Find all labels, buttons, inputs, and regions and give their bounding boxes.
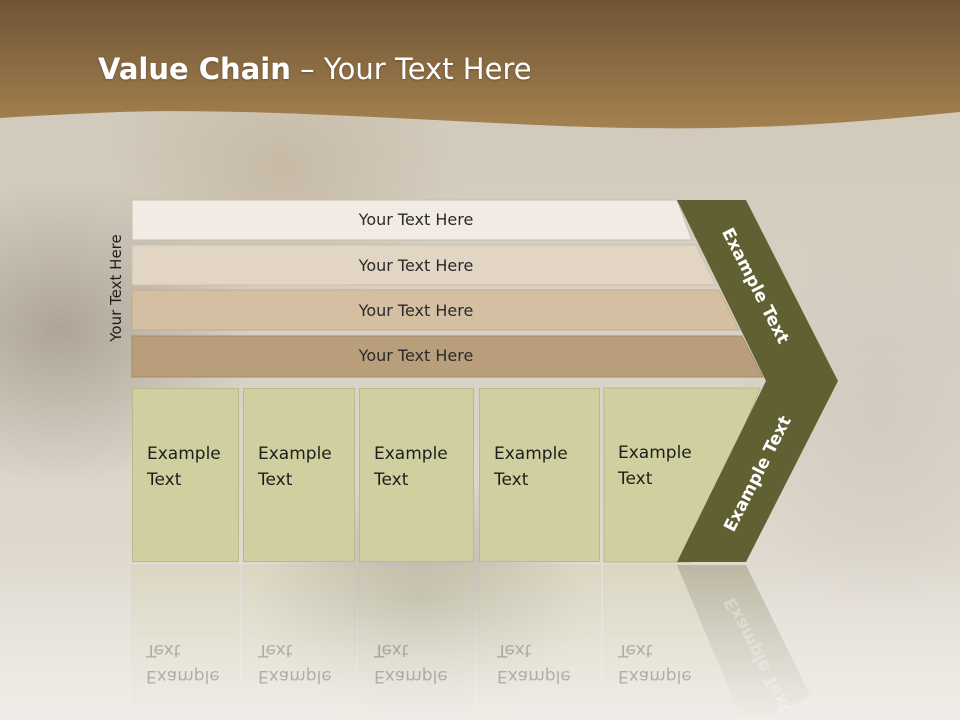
band-2-label: Your Text Here <box>358 256 474 275</box>
box-1-label: Example Text <box>147 444 221 490</box>
slide-title: Value Chain – Your Text Here <box>98 52 532 86</box>
header-banner <box>0 0 960 129</box>
box-3-reflection-label: Example Text <box>374 640 448 686</box>
diagram-reflection <box>0 565 960 720</box>
band-1-label: Your Text Here <box>358 210 474 229</box>
chevron-bottom-reflection-label: Example Text <box>720 593 796 717</box>
reflection-labels: Example Text Example Text Example Text E… <box>0 565 960 717</box>
box-2: Example Text <box>243 388 355 562</box>
band-3-shape <box>131 289 740 331</box>
box-2-label: Example Text <box>258 444 332 490</box>
box-4-label: Example Text <box>494 444 568 490</box>
box-3: Example Text <box>359 388 474 562</box>
box-5-label: Example Text <box>618 443 692 489</box>
chevron-shape <box>677 200 838 562</box>
box-4: Example Text <box>479 388 600 562</box>
band-4-shape <box>131 335 764 378</box>
band-1-shape <box>131 199 693 241</box>
band-3-label: Your Text Here <box>358 301 474 320</box>
box-5-reflection-label: Example Text <box>618 640 692 686</box>
box-3-label: Example Text <box>374 444 448 490</box>
band-4-label: Your Text Here <box>358 346 474 365</box>
band-2-shape <box>131 244 717 286</box>
box-1: Example Text <box>132 388 239 562</box>
box-2-reflection-label: Example Text <box>258 640 332 686</box>
box-4-reflection-label: Example Text <box>497 640 571 686</box>
box-1-reflection-label: Example Text <box>146 640 220 686</box>
